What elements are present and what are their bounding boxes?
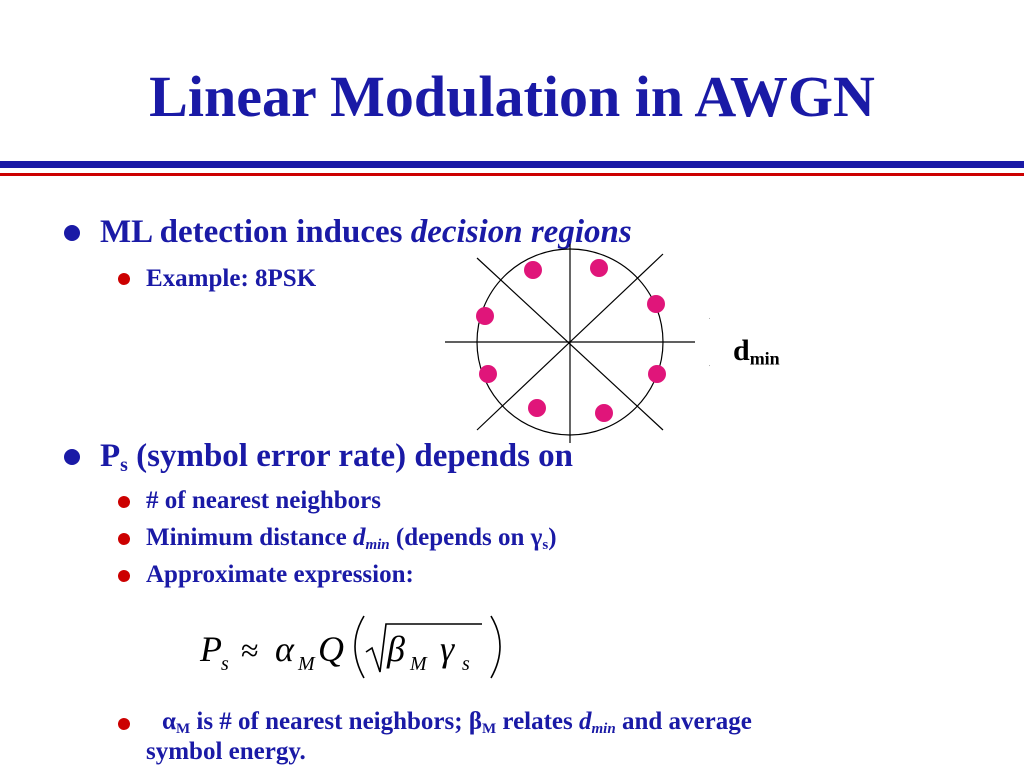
constellation-point [648, 365, 666, 383]
constellation-point [524, 261, 542, 279]
bullet-dot [64, 225, 80, 241]
formula-p-sub: s [221, 653, 229, 675]
formula-q: Q [318, 629, 344, 669]
formula-beta-sub: M [409, 653, 428, 675]
formula-alpha: α [275, 629, 295, 669]
title-rule-blue [0, 161, 1024, 168]
sub-bullet-alpha-beta-continued: symbol energy. [146, 738, 306, 765]
constellation-point [647, 295, 665, 313]
formula-gamma: γ [440, 629, 455, 669]
constellation-point [476, 307, 494, 325]
formula-left-paren [354, 615, 365, 679]
sub-bullet-dot [118, 570, 130, 582]
dmin-label: dmin [733, 334, 780, 369]
sub-bullet-alpha-beta: αM is # of nearest neighbors; βM relates… [162, 708, 752, 737]
decision-boundary-line [476, 253, 664, 431]
formula-p: P [199, 629, 222, 669]
formula-gamma-sub: s [462, 653, 470, 675]
constellation-point [595, 404, 613, 422]
slide-title: Linear Modulation in AWGN [149, 64, 875, 129]
sub-bullet-example: Example: 8PSK [146, 265, 317, 292]
bullet-symbol-error-rate: Ps (symbol error rate) depends on [100, 438, 574, 476]
sub-bullet-dot [118, 273, 130, 285]
sub-bullet-dot [118, 718, 130, 730]
title-rule-red [0, 173, 1024, 176]
bullet-text: ML detection induces [100, 214, 411, 250]
formula-right-paren [490, 615, 501, 679]
bullet-dot [64, 449, 80, 465]
formula-sqrt [365, 623, 482, 673]
constellation-points [476, 259, 666, 422]
psk-constellation-diagram [445, 244, 710, 443]
formula-approx: ≈ [241, 632, 259, 668]
constellation-point [479, 365, 497, 383]
bullet-italic-text: decision regions [410, 214, 632, 250]
sub-bullet-approximate-expression: Approximate expression: [146, 561, 414, 588]
constellation-point [528, 399, 546, 417]
sub-bullet-dot [118, 496, 130, 508]
decision-boundary-line [476, 257, 664, 431]
sub-bullet-nearest-neighbors: # of nearest neighbors [146, 487, 381, 514]
sub-bullet-minimum-distance: Minimum distance dmin (depends on γs) [146, 524, 557, 553]
formula-alpha-sub: M [297, 653, 316, 675]
bullet-ml-detection: ML detection induces decision regions [100, 216, 632, 249]
constellation-point [590, 259, 608, 277]
error-rate-formula: P s ≈ α M Q β M γ s [199, 615, 501, 679]
formula-beta: β [386, 629, 405, 669]
sub-bullet-dot [118, 533, 130, 545]
